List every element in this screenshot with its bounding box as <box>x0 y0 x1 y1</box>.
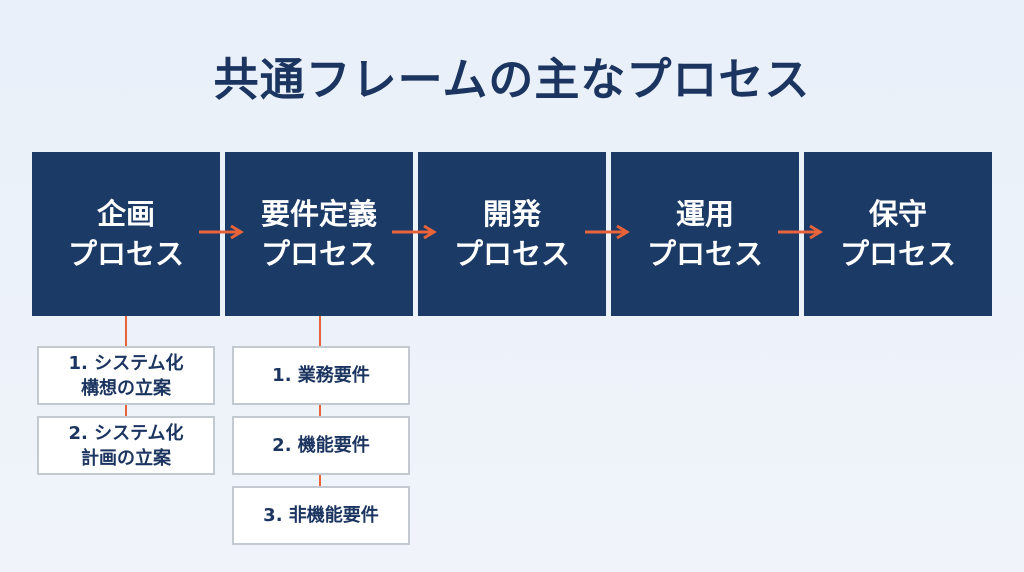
process-planning: 企画 プロセス <box>32 152 220 316</box>
process-maintenance: 保守 プロセス <box>804 152 992 316</box>
requirements-step-3: 3. 非機能要件 <box>232 486 410 545</box>
process-development: 開発 プロセス <box>418 152 606 316</box>
connector-line <box>319 405 321 416</box>
process-development-suffix: プロセス <box>453 237 570 271</box>
process-requirements: 要件定義 プロセス <box>225 152 413 316</box>
process-maintenance-name: 保守 <box>868 197 927 231</box>
requirements-step-2-label: 2. 機能要件 <box>272 435 370 456</box>
requirements-step-2: 2. 機能要件 <box>232 416 410 475</box>
process-operation-name: 運用 <box>675 197 734 231</box>
planning-step-1: 1. システム化 構想の立案 <box>37 346 215 405</box>
planning-step-2-line2: 計画の立案 <box>81 447 171 469</box>
arrow-right-icon <box>199 224 244 240</box>
requirements-step-3-label: 3. 非機能要件 <box>263 505 379 526</box>
process-requirements-name: 要件定義 <box>260 197 377 231</box>
planning-step-2-line1: 2. システム化 <box>68 422 184 444</box>
process-operation-suffix: プロセス <box>646 237 763 271</box>
planning-step-1-line2: 構想の立案 <box>81 377 171 399</box>
requirements-step-1-label: 1. 業務要件 <box>272 365 370 386</box>
connector-line <box>125 405 127 416</box>
arrow-right-icon <box>778 224 823 240</box>
diagram-title: 共通フレームの主なプロセス <box>213 53 811 106</box>
process-development-name: 開発 <box>482 197 541 231</box>
process-planning-name: 企画 <box>96 197 155 231</box>
process-operation: 運用 プロセス <box>611 152 799 316</box>
planning-step-2: 2. システム化 計画の立案 <box>37 416 215 475</box>
process-requirements-suffix: プロセス <box>260 237 377 271</box>
planning-step-1-line1: 1. システム化 <box>68 352 184 374</box>
connector-line <box>319 316 321 346</box>
requirements-step-1: 1. 業務要件 <box>232 346 410 405</box>
process-planning-suffix: プロセス <box>67 237 184 271</box>
arrow-right-icon <box>585 224 630 240</box>
connector-line <box>319 475 321 486</box>
arrow-right-icon <box>392 224 437 240</box>
process-maintenance-suffix: プロセス <box>839 237 956 271</box>
connector-line <box>125 316 127 346</box>
